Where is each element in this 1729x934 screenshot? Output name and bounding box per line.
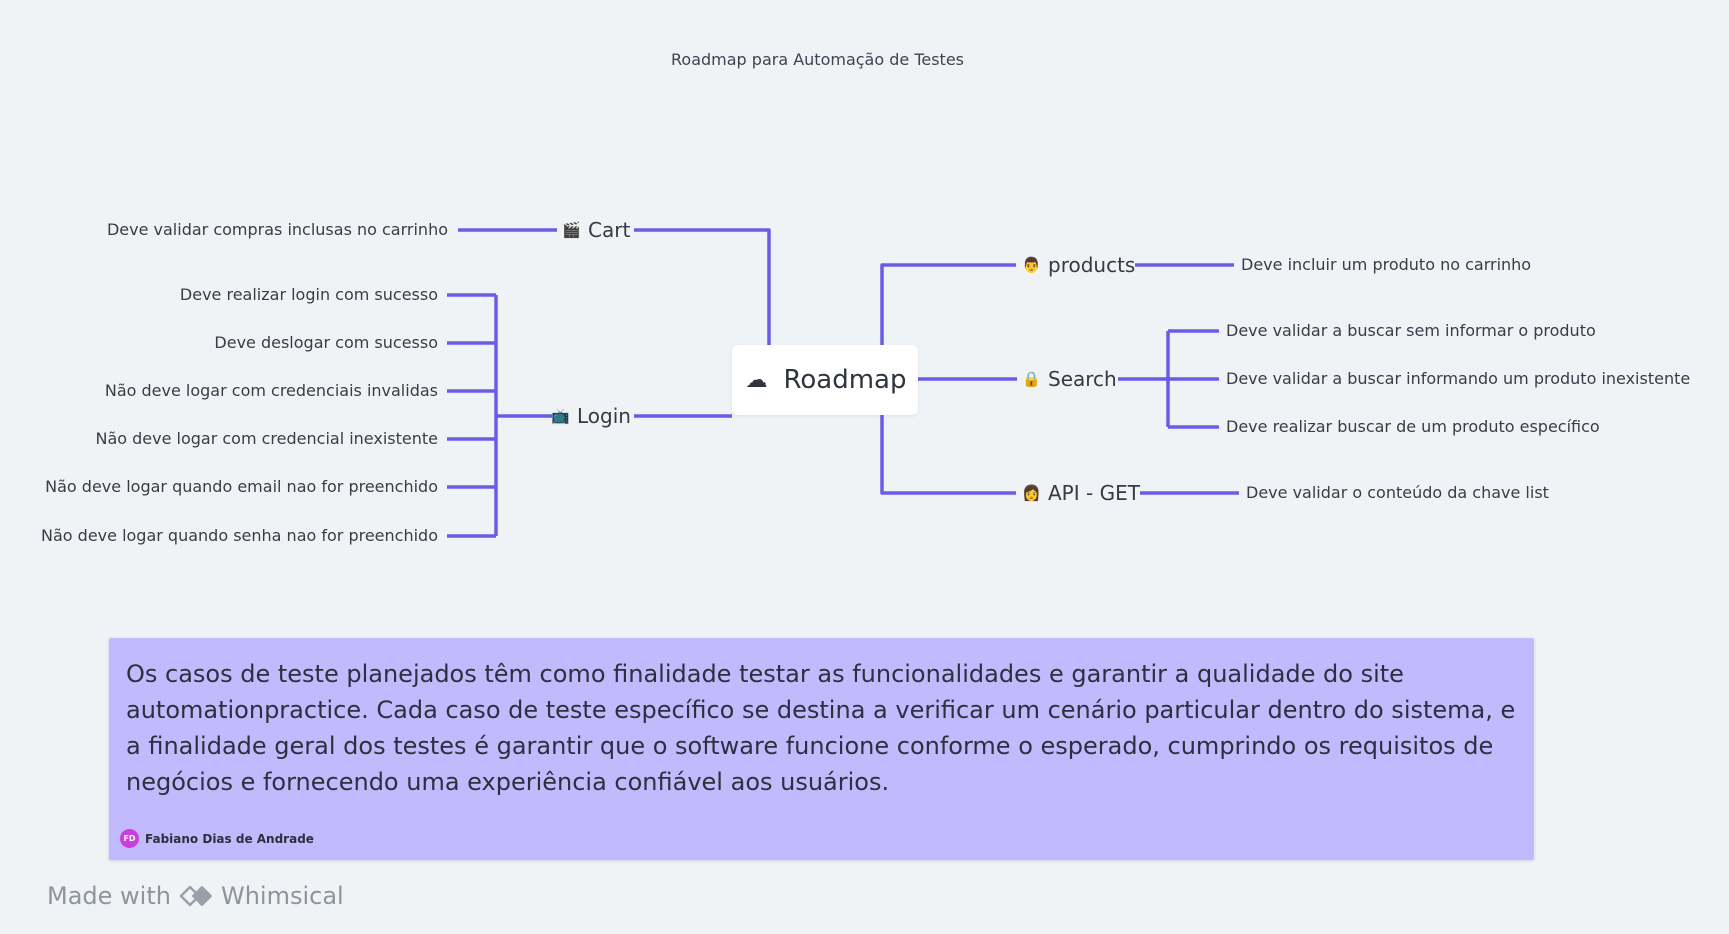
board-title: Roadmap para Automação de Testes [671,50,964,69]
connector-root-api [880,415,1016,495]
lock-emoji-icon: 🔒 [1022,370,1041,388]
branch-node-products[interactable]: 👨 products [1022,253,1135,277]
leaf-login-6[interactable]: Não deve logar quando senha nao for pree… [41,526,438,545]
leaf-login-4[interactable]: Não deve logar com credencial inexistent… [95,429,438,448]
branch-node-login[interactable]: 📺 Login [551,404,631,428]
branch-label-products: products [1048,253,1136,277]
leaf-login-2[interactable]: Deve deslogar com sucesso [214,333,438,352]
sticky-note[interactable]: Os casos de teste planejados têm como fi… [109,638,1534,860]
branch-node-search[interactable]: 🔒 Search [1022,367,1117,391]
author-avatar: FD [120,829,139,848]
leaf-products-1[interactable]: Deve incluir um produto no carrinho [1241,255,1532,274]
connector-root-products [880,263,1016,345]
made-with-whimsical-badge[interactable]: Made with Whimsical [47,882,344,910]
person-laptop-emoji-icon: 👩 [1022,484,1041,502]
root-node-label: Roadmap [783,365,907,395]
leaf-cart-1[interactable]: Deve validar compras inclusas no carrinh… [106,220,448,239]
author-name: Fabiano Dias de Andrade [145,831,314,846]
leaf-login-1[interactable]: Deve realizar login com sucesso [179,285,438,304]
made-with-label: Made with [47,882,171,910]
branch-label-login: Login [577,404,631,428]
leaf-login-5[interactable]: Não deve logar quando email nao for pree… [45,477,438,496]
cloud-emoji-icon: ☁ [745,367,768,393]
sticky-note-text: Os casos de teste planejados têm como fi… [126,660,1516,796]
leaf-api-1[interactable]: Deve validar o conteúdo da chave list [1246,483,1549,502]
connector-root-cart [634,228,771,345]
leaf-search-2[interactable]: Deve validar a buscar informando um prod… [1226,369,1691,388]
leaf-search-3[interactable]: Deve realizar buscar de um produto espec… [1226,417,1600,436]
note-author: FD Fabiano Dias de Andrade [120,829,314,848]
whimsical-brand-label: Whimsical [220,882,344,910]
person-emoji-icon: 👨 [1022,256,1041,274]
branch-label-api-get: API - GET [1048,481,1140,505]
branch-node-api-get[interactable]: 👩 API - GET [1022,481,1140,505]
television-emoji-icon: 📺 [551,407,570,425]
leaf-search-1[interactable]: Deve validar a buscar sem informar o pro… [1226,321,1596,340]
root-node[interactable]: ☁ Roadmap [732,345,918,415]
whimsical-logo-icon [179,885,212,907]
leaf-login-3[interactable]: Não deve logar com credenciais invalidas [104,381,438,400]
branch-label-cart: Cart [588,218,631,242]
clapperboard-emoji-icon: 🎬 [562,221,581,239]
branch-node-cart[interactable]: 🎬 Cart [562,218,630,242]
branch-label-search: Search [1048,367,1117,391]
